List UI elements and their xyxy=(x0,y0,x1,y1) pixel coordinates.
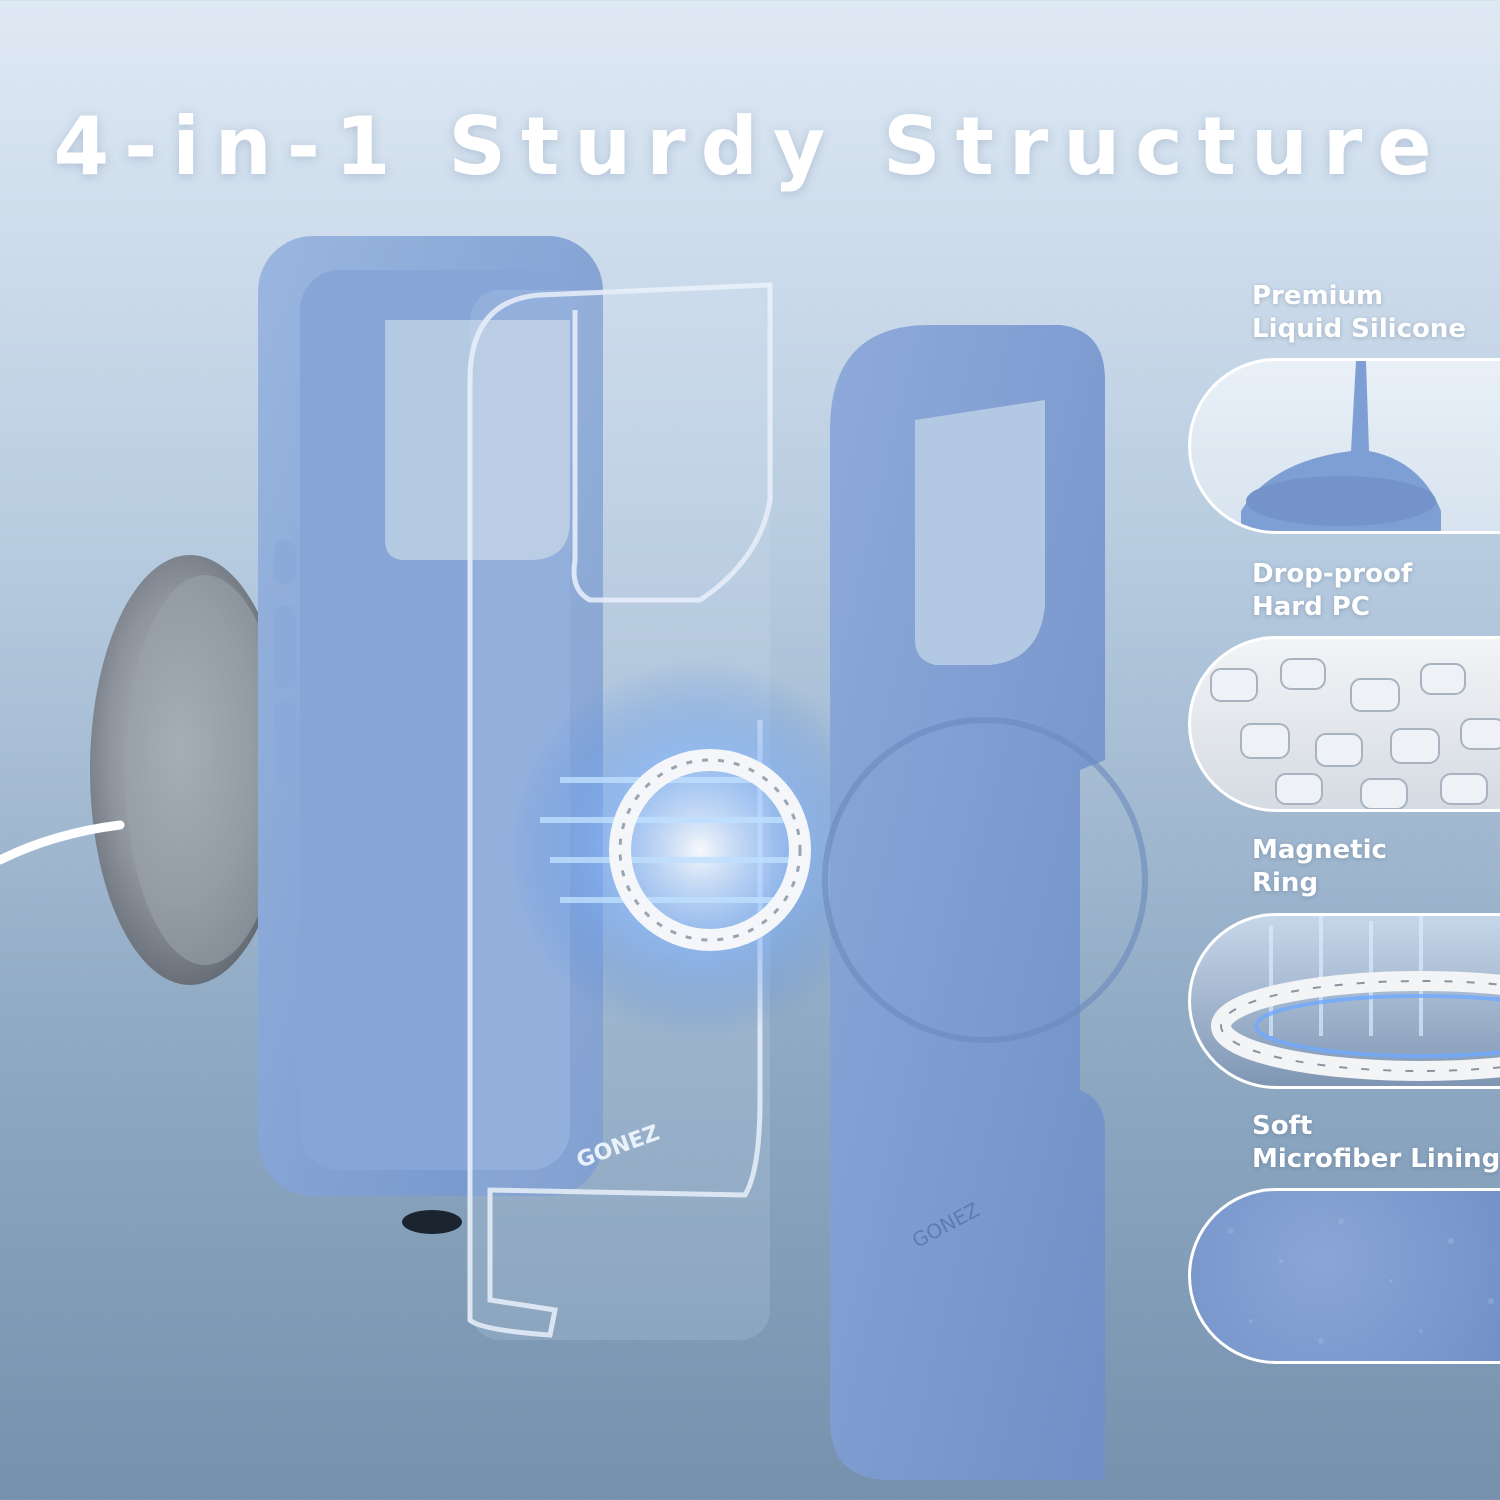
hard-pc-pellets-swatch xyxy=(1188,636,1500,812)
feature-line-2: Ring xyxy=(1252,868,1319,898)
headline: 4-in-1 Sturdy Structure xyxy=(53,100,1447,193)
microfiber-swatch xyxy=(1188,1188,1500,1364)
feature-line-1: Soft xyxy=(1252,1111,1313,1141)
feature-line-1: Drop-proof xyxy=(1252,559,1413,589)
liquid-silicone-swatch xyxy=(1188,358,1500,534)
magnetic-ring-swatch xyxy=(1188,913,1500,1089)
magsafe-charger xyxy=(0,555,290,985)
feature-label-hard-pc: Drop-proof Hard PC xyxy=(1252,558,1412,624)
feature-label-liquid-silicone: Premium Liquid Silicone xyxy=(1252,280,1466,346)
feature-line-2: Microfiber Lining xyxy=(1252,1144,1500,1174)
feature-line-2: Liquid Silicone xyxy=(1252,314,1467,344)
silicone-case xyxy=(258,236,603,1234)
feature-line-2: Hard PC xyxy=(1252,592,1370,622)
feature-label-microfiber: Soft Microfiber Lining xyxy=(1252,1110,1500,1176)
microfiber-lining-panel xyxy=(822,325,1148,1480)
feature-line-1: Premium xyxy=(1252,281,1384,311)
feature-line-1: Magnetic xyxy=(1252,835,1387,865)
feature-label-magnetic-ring: Magnetic Ring xyxy=(1252,834,1387,900)
magnetic-ring-glow xyxy=(510,660,890,1040)
